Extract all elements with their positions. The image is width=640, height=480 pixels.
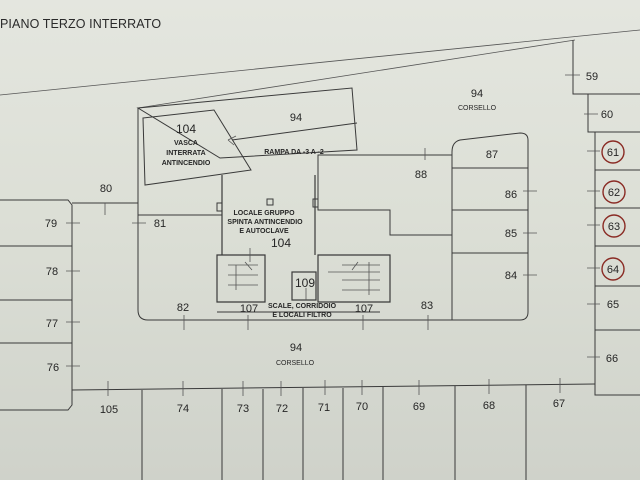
space-76: 76 — [47, 362, 59, 374]
space-64[interactable]: 64 — [607, 264, 619, 276]
column — [216, 202, 223, 212]
corsello-bottom-number: 94 — [290, 342, 302, 354]
locale-number: 104 — [271, 236, 291, 250]
filtro-number: 109 — [295, 276, 315, 290]
space-105: 105 — [100, 404, 118, 416]
space-73: 73 — [237, 403, 249, 415]
space-78: 78 — [46, 266, 58, 278]
space-82: 82 — [177, 302, 189, 314]
stair-right — [317, 254, 391, 303]
space-69: 69 — [413, 401, 425, 413]
space-81: 81 — [154, 218, 166, 230]
bottom-boundary — [71, 383, 596, 391]
space-80: 80 — [100, 183, 112, 195]
rampa-divider — [231, 122, 358, 141]
filtro-room — [291, 271, 317, 301]
space-60: 60 — [601, 109, 613, 121]
locale-walls — [221, 175, 316, 255]
space-88: 88 — [415, 169, 427, 181]
boundary-line — [137, 39, 576, 109]
vasca-outline — [142, 109, 252, 186]
stall-dividers — [452, 167, 528, 254]
central-island — [137, 132, 529, 321]
space-62[interactable]: 62 — [608, 187, 620, 199]
highlight-circle — [602, 180, 626, 204]
column — [312, 198, 319, 208]
vasca-label-2: INTERRATA — [166, 150, 205, 157]
stall-dividers — [141, 385, 527, 480]
filtro-right-number: 107 — [355, 303, 373, 315]
corsello-top-label: CORSELLO — [458, 105, 497, 112]
vasca-label-3: ANTINCENDIO — [162, 160, 211, 167]
left-stalls — [0, 199, 73, 411]
space-85: 85 — [505, 228, 517, 240]
space-70: 70 — [356, 401, 368, 413]
highlight-circle — [601, 257, 625, 281]
space-61[interactable]: 61 — [607, 147, 619, 159]
space-67: 67 — [553, 398, 565, 410]
wall — [572, 40, 640, 396]
highlight-circle — [601, 140, 625, 164]
space-68: 68 — [483, 400, 495, 412]
highlight-circle — [602, 214, 626, 238]
space-79: 79 — [45, 218, 57, 230]
space-83: 83 — [421, 300, 433, 312]
stair-treads — [328, 261, 380, 295]
vasca-number: 104 — [176, 122, 196, 136]
plan-title: PIANO TERZO INTERRATO — [0, 17, 162, 31]
space-63[interactable]: 63 — [608, 221, 620, 233]
space-74: 74 — [177, 403, 189, 415]
rampa-outline — [136, 87, 358, 159]
stall-dividers — [0, 245, 72, 344]
rampa-label: RAMPA DA -3 A -2 — [264, 149, 324, 156]
tick-marks — [66, 74, 600, 396]
space-86: 86 — [505, 189, 517, 201]
space-72: 72 — [276, 403, 288, 415]
stair-left — [216, 254, 266, 303]
space-65: 65 — [607, 299, 619, 311]
filtro-left-number: 107 — [240, 303, 258, 315]
space-87: 87 — [486, 149, 498, 161]
boundary-line — [0, 29, 640, 96]
locale-label-3: E AUTOCLAVE — [239, 228, 289, 235]
locale-label-1: LOCALE GRUPPO — [233, 210, 295, 217]
rampa-number: 94 — [290, 112, 302, 124]
filtro-label-1: SCALE, CORRIDOIO — [268, 303, 337, 310]
stair-treads — [228, 261, 258, 290]
stall-dividers — [595, 169, 640, 331]
space-84: 84 — [505, 270, 517, 282]
space-71: 71 — [318, 402, 330, 414]
corsello-bottom-label: CORSELLO — [276, 360, 315, 367]
space-66: 66 — [606, 353, 618, 365]
filtro-label-2: E LOCALI FILTRO — [272, 312, 332, 319]
vasca-label-1: VASCA — [174, 140, 198, 147]
locale-label-2: SPINTA ANTINCENDIO — [227, 219, 303, 226]
space-59: 59 — [586, 71, 598, 83]
space-77: 77 — [46, 318, 58, 330]
arrow-icon — [227, 135, 237, 146]
wall — [317, 175, 452, 236]
corsello-top-number: 94 — [471, 88, 483, 100]
column — [266, 198, 274, 206]
